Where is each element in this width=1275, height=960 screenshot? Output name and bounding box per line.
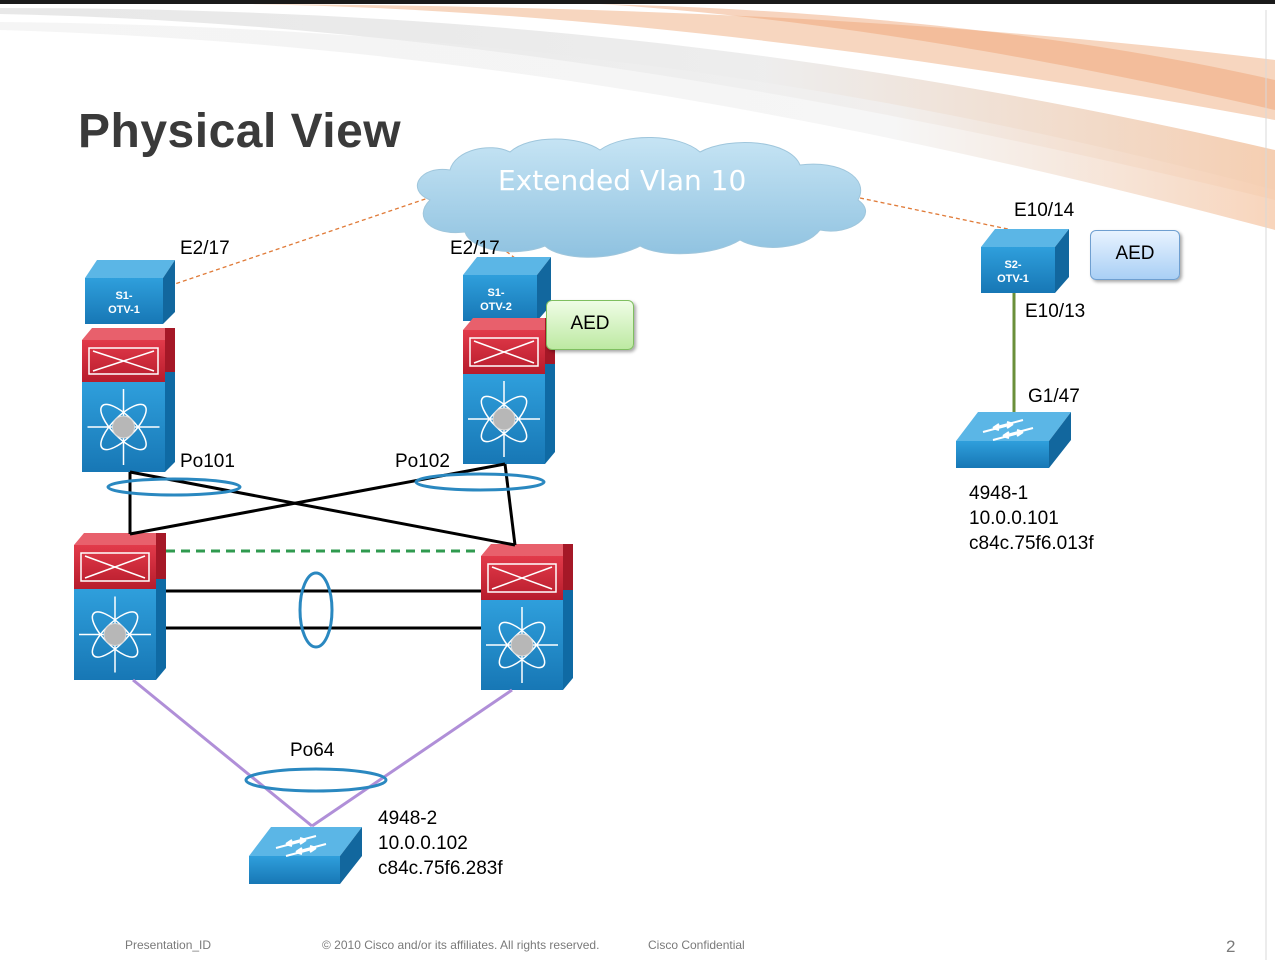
switch-4948-2[interactable]: [249, 827, 362, 884]
fabric-icon: [468, 381, 540, 457]
page-number: 2: [1226, 937, 1236, 956]
s1-otv-2-label: S1- OTV-2: [466, 286, 526, 314]
crossbar-icon: [469, 337, 539, 367]
port-channel-rings: [106, 472, 546, 793]
crossbar-icon: [80, 552, 150, 582]
chassis-icons: [79, 337, 558, 683]
po64-links: [132, 678, 513, 828]
switch-4948-2-mac: c84c.75f6.283f: [378, 858, 503, 879]
switch-4948-2-name: 4948-2: [378, 808, 438, 829]
footer-presentation-id: Presentation_ID: [125, 938, 212, 952]
switch-arrows-icon: [275, 835, 327, 857]
switch-4948-1-name: 4948-1: [969, 483, 1029, 504]
po64-label: Po64: [290, 740, 335, 761]
footer-confidential: Cisco Confidential: [648, 938, 745, 952]
switch-arrows-icon: [982, 419, 1034, 441]
s1-otv-1-label-line1: S1-: [115, 290, 133, 302]
switch-4948-1-mac: c84c.75f6.013f: [969, 533, 1094, 554]
fabric-icon: [486, 607, 558, 683]
crossbar-icon: [487, 563, 557, 593]
aed-badge-s2-otv-1: AED: [1090, 230, 1180, 280]
footer-copyright: © 2010 Cisco and/or its affiliates. All …: [322, 938, 600, 952]
slide-title: Physical View: [78, 105, 402, 158]
s2-otv-1-port-up-label: E10/14: [1014, 200, 1075, 221]
s2-otv-1-label-line1: S2-: [1004, 259, 1022, 271]
crossbar-icon: [88, 347, 159, 375]
s1-otv-2-label-line1: S1-: [487, 287, 505, 299]
s2-otv-1-label: S2- OTV-1: [983, 258, 1043, 286]
nexus-s1-access-1[interactable]: [74, 533, 166, 680]
s2-otv-1-label-line2: OTV-1: [997, 273, 1029, 285]
aed-badge-s1-otv-2: AED: [546, 300, 634, 350]
fabric-icon: [79, 596, 151, 673]
switch-4948-1-ip: 10.0.0.101: [969, 508, 1059, 529]
s1-otv-2-port-label: E2/17: [450, 238, 500, 259]
s1-otv-1-device[interactable]: [85, 260, 175, 324]
switch-4948-2-ip: 10.0.0.102: [378, 833, 468, 854]
s1-otv-1-port-label: E2/17: [180, 238, 230, 259]
switch-4948-2-info: 4948-2 10.0.0.102 c84c.75f6.283f: [378, 806, 503, 881]
cloud-extended-vlan: [417, 136, 866, 258]
s2-otv-1-port-down-label: E10/13: [1025, 301, 1086, 322]
po102-label: Po102: [395, 451, 450, 472]
banner-swoosh: [0, 0, 1275, 230]
nexus-s1-access-2[interactable]: [481, 544, 573, 690]
switch-arrow-icons: [275, 419, 1034, 857]
fabric-icon: [87, 389, 160, 465]
nexus-s1-agg-2[interactable]: [463, 318, 555, 464]
po101-label: Po101: [180, 451, 235, 472]
s1-otv-2-label-line2: OTV-2: [480, 301, 512, 313]
s1-otv-1-label-line2: OTV-1: [108, 304, 140, 316]
switch-4948-1-port-label: G1/47: [1028, 386, 1080, 407]
cloud-label: Extended Vlan 10: [498, 164, 747, 197]
s2-otv-1-device[interactable]: [981, 229, 1069, 293]
switch-4948-1[interactable]: [956, 412, 1071, 468]
s1-otv-1-label: S1- OTV-1: [94, 289, 154, 317]
switch-4948-1-info: 4948-1 10.0.0.101 c84c.75f6.013f: [969, 481, 1094, 556]
nexus-s1-agg-1[interactable]: [82, 328, 175, 472]
